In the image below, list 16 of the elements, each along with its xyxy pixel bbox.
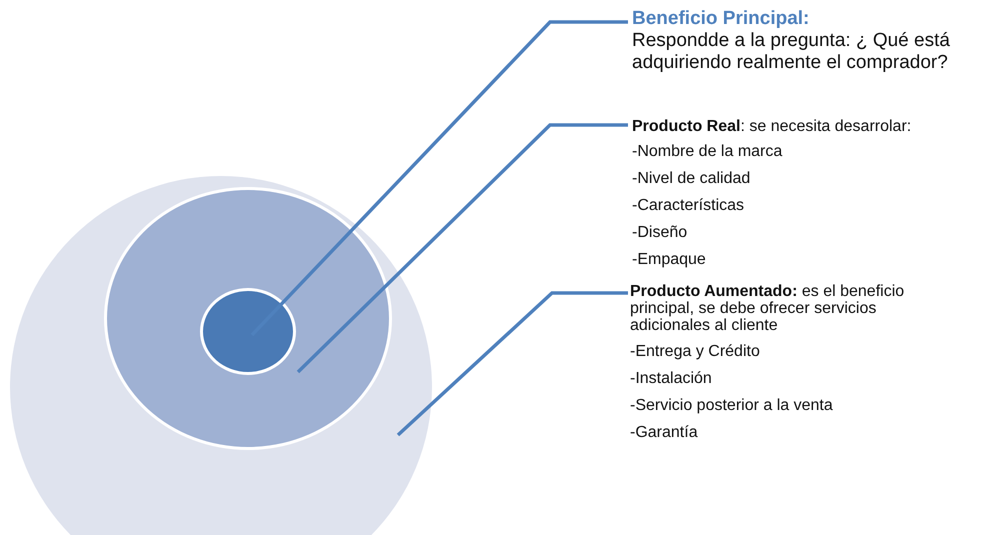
list-item-text: -Entrega y Crédito [630,342,760,362]
leader-line [296,123,628,374]
list-item-text: -Diseño [632,223,688,243]
list-item-text: -Características [632,196,744,216]
list-item-text: -Nombre de la marca [632,142,782,162]
list-item-text: -Servicio posterior a la venta [630,396,833,416]
section-text: Producto Real: se necesita desarrolar: [632,117,912,137]
question-text: Respondde a la pregunta: ¿ Qué está adquiriendo realmente el comprador? [632,30,951,74]
list-item-text: -Garantía [630,423,698,443]
list-item-text: -Instalación [630,369,712,389]
leader-line [250,20,628,336]
list-item-text: -Empaque [632,250,706,270]
list-item-text: -Nivel de calidad [632,169,750,189]
heading-text: Beneficio Principal: [632,8,810,30]
section-text: Producto Aumentado: es el beneficio principal, se debe ofrecer servicios adicionales al cliente [630,283,906,334]
leader-line [396,291,628,436]
